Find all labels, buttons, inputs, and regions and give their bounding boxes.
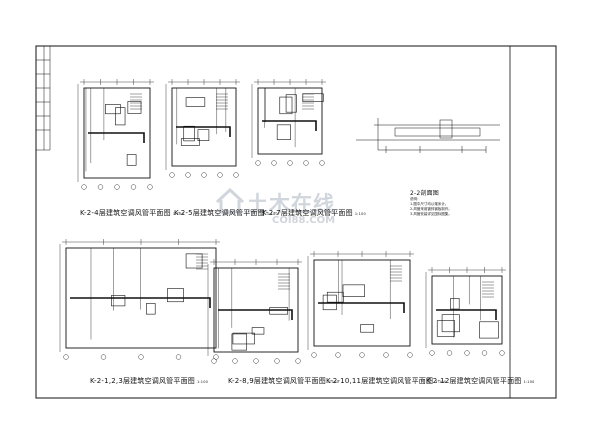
plan-k2-12 <box>425 267 506 356</box>
axis-bubble <box>499 350 505 356</box>
axis-bubble <box>446 350 453 356</box>
axis-bubble <box>481 350 488 356</box>
notes-block: 说明： 1.图中尺寸均以毫米计。 2.风管采用镀锌钢板制作。 3.风管安装详见国… <box>410 197 452 217</box>
axis-bubble <box>81 184 87 190</box>
axis-bubble <box>201 172 207 178</box>
axis-bubble <box>271 160 277 166</box>
axis-bubble <box>147 184 153 190</box>
axis-bubble <box>383 352 389 358</box>
axis-bubble <box>274 358 280 364</box>
floor-plans <box>59 79 506 364</box>
axis-bubble <box>100 354 107 360</box>
axis-bubble <box>429 350 435 356</box>
plan-k2-7 <box>251 79 326 166</box>
axis-bubble <box>97 184 104 190</box>
axis-bubble <box>295 358 301 364</box>
axis-bubble <box>175 354 182 360</box>
axis-bubble <box>335 352 341 358</box>
axis-bubble <box>130 184 137 190</box>
note-line: 2.风管采用镀锌钢板制作。 <box>410 207 452 211</box>
axis-bubble <box>232 358 238 364</box>
axis-bubble <box>407 352 413 358</box>
note-line: 3.风管安装详见国标图集。 <box>410 212 452 216</box>
axis-bubble <box>211 358 217 364</box>
axis-bubble <box>233 172 239 178</box>
axis-bubble <box>114 184 120 190</box>
axis-bubble <box>319 160 325 166</box>
plan-k2-123 <box>59 239 220 360</box>
note-line: 说明： <box>410 197 421 201</box>
axis-bubble <box>138 354 144 360</box>
axis-bubble <box>169 172 175 178</box>
axis-bubble <box>255 160 261 166</box>
axis-bubble <box>253 358 259 364</box>
axis-bubble <box>359 352 365 358</box>
section-2-2 <box>356 118 500 153</box>
axis-bubble <box>63 354 69 360</box>
axis-bubble <box>303 160 309 166</box>
axis-bubble <box>217 172 223 178</box>
axis-bubble <box>311 352 317 358</box>
section-title: 2-2剖面图 <box>410 190 440 197</box>
note-line: 1.图中尺寸均以毫米计。 <box>410 202 449 206</box>
axis-bubble <box>185 172 191 178</box>
plan-k2-4 <box>77 79 154 190</box>
plan-k2-89 <box>207 259 302 364</box>
axis-bubble <box>287 160 293 166</box>
title-block-strip <box>36 46 51 151</box>
sheet-border <box>35 45 557 399</box>
plan-k2-1011 <box>307 251 414 358</box>
axis-bubble <box>464 350 470 356</box>
plan-k2-5 <box>165 79 240 178</box>
